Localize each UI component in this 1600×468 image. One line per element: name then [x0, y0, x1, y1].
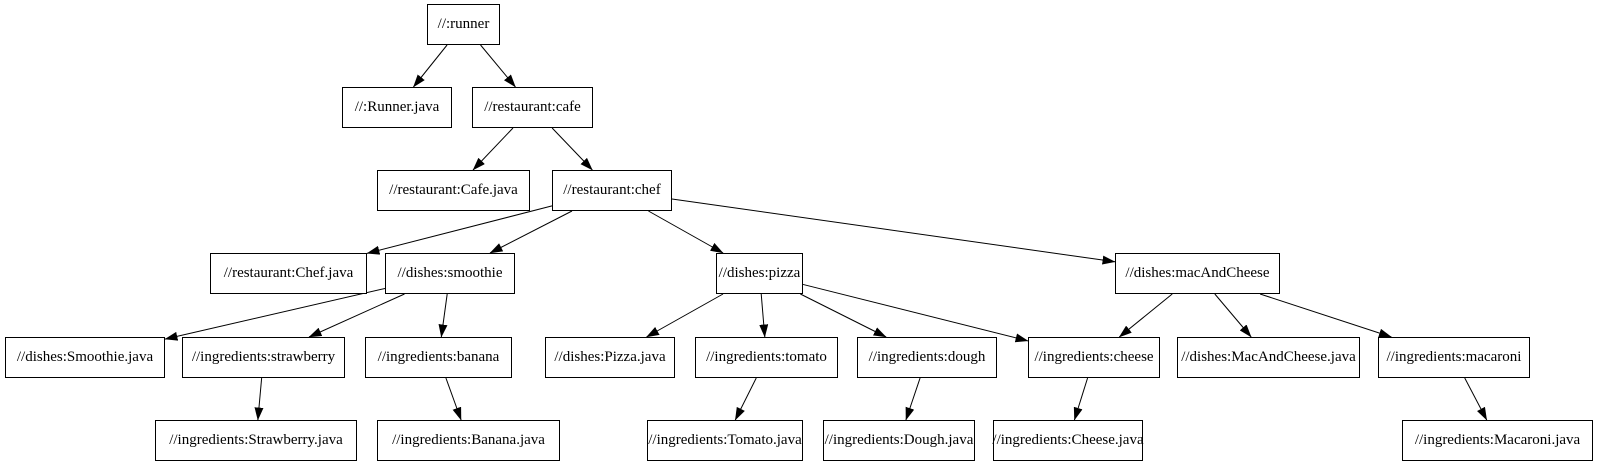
edge-mac-and-cheese-to-cheese — [1118, 293, 1173, 338]
edge-cheese-to-cheese-java — [1073, 377, 1089, 421]
edge-dough-to-dough-java — [905, 377, 921, 421]
node-strawberry: //ingredients:strawberry — [182, 337, 345, 378]
edge-smoothie-to-banana — [438, 293, 448, 338]
node-tomato: //ingredients:tomato — [695, 337, 838, 378]
edge-tomato-to-tomato-java — [734, 377, 757, 421]
node-cheese-java: //ingredients:Cheese.java — [992, 420, 1144, 461]
edge-cafe-to-chef — [551, 127, 593, 171]
node-cafe: //restaurant:cafe — [472, 87, 593, 128]
node-dough-java: //ingredients:Dough.java — [823, 420, 975, 461]
edge-macaroni-to-macaroni-java — [1464, 377, 1488, 421]
node-mac-and-cheese-java: //dishes:MacAndCheese.java — [1177, 337, 1360, 378]
node-pizza: //dishes:pizza — [716, 253, 803, 294]
node-macaroni: //ingredients:macaroni — [1378, 337, 1530, 378]
node-smoothie: //dishes:smoothie — [385, 253, 515, 294]
edge-pizza-to-tomato — [759, 293, 769, 338]
edge-strawberry-to-strawberry-java — [254, 377, 264, 421]
node-cafe-java: //restaurant:Cafe.java — [377, 170, 530, 211]
edge-mac-and-cheese-to-macaroni — [1259, 293, 1392, 338]
edge-pizza-to-cheese — [802, 283, 1029, 343]
node-mac-and-cheese: //dishes:macAndCheese — [1115, 253, 1280, 294]
node-dough: //ingredients:dough — [857, 337, 997, 378]
edge-cafe-to-cafe-java — [472, 127, 514, 171]
node-smoothie-java: //dishes:Smoothie.java — [5, 337, 165, 378]
edge-smoothie-to-smoothie-java — [164, 287, 386, 341]
edge-chef-to-smoothie — [489, 210, 573, 254]
edge-pizza-to-dough — [800, 293, 887, 338]
node-runner-java: //:Runner.java — [342, 87, 452, 128]
node-chef-java: //restaurant:Chef.java — [210, 253, 367, 294]
node-macaroni-java: //ingredients:Macaroni.java — [1402, 420, 1593, 461]
node-tomato-java: //ingredients:Tomato.java — [647, 420, 803, 461]
edge-pizza-to-pizza-java — [646, 293, 724, 338]
edge-runner-to-cafe — [480, 44, 516, 88]
node-runner: //:runner — [427, 4, 500, 45]
node-strawberry-java: //ingredients:Strawberry.java — [155, 420, 357, 461]
edge-runner-to-runner-java — [413, 44, 448, 88]
edge-mac-and-cheese-to-mac-and-cheese-java — [1214, 293, 1252, 338]
node-banana: //ingredients:banana — [365, 337, 512, 378]
edge-chef-to-pizza — [648, 210, 724, 254]
edge-smoothie-to-strawberry — [308, 293, 405, 338]
edge-chef-to-chef-java — [366, 205, 553, 255]
node-pizza-java: //dishes:Pizza.java — [545, 337, 675, 378]
node-banana-java: //ingredients:Banana.java — [377, 420, 560, 461]
node-cheese: //ingredients:cheese — [1028, 337, 1160, 378]
node-chef: //restaurant:chef — [552, 170, 672, 211]
edge-banana-to-banana-java — [445, 377, 462, 421]
